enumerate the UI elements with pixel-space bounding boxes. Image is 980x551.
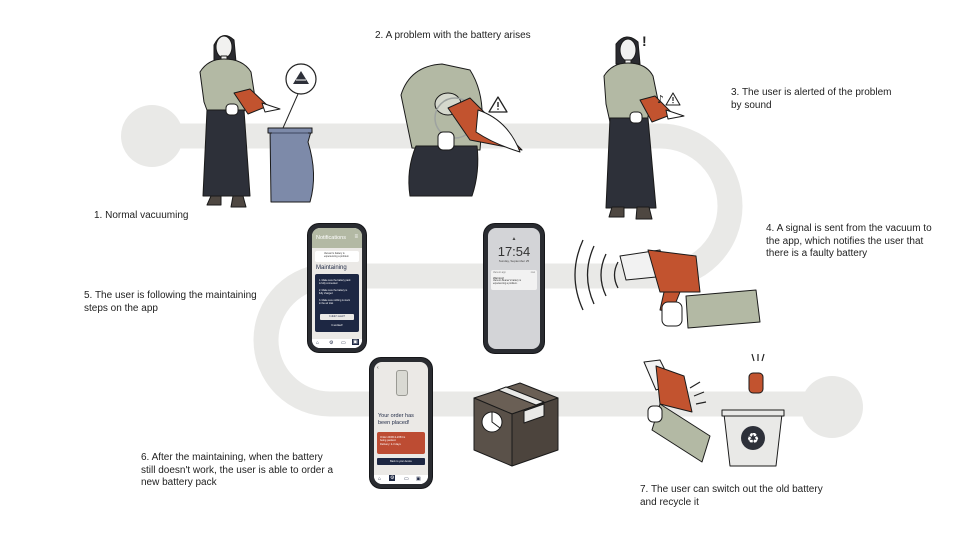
- step-5-caption: 5. The user is following the maintaining…: [84, 290, 257, 314]
- it-worked-link[interactable]: It worked!: [331, 324, 343, 327]
- step-2-caption: 2. A problem with the battery arises: [375, 30, 531, 41]
- person-bent-over: [400, 63, 523, 197]
- step-4-caption: 4. A signal is sent from the vacuum to t…: [766, 223, 932, 259]
- back-icon[interactable]: ‹: [377, 365, 379, 371]
- shipping-box: [473, 382, 559, 467]
- phone-order-placed: ‹ Your order has been placed! Order 2406…: [370, 358, 432, 488]
- music-note-icon: ♪: [657, 93, 664, 106]
- motion-lines: [689, 381, 707, 405]
- notif-title: Warning!: [493, 276, 505, 280]
- app-maintaining-title: Maintaining: [316, 265, 347, 271]
- alert-mark: !: [642, 33, 647, 49]
- order-info-card: Order 240613-2353 is being packed. Deliv…: [377, 432, 425, 454]
- vacuum-battery-swap: [643, 359, 711, 463]
- path-start-dot: [121, 105, 183, 167]
- app-screen: Notifications ≡ Vacuum's battery is expe…: [312, 228, 362, 348]
- didnt-work-button[interactable]: It didn't work?: [320, 314, 354, 320]
- order-tab-bar: ⌂ ⚙ ▭ ▣: [374, 475, 428, 484]
- app-tab-bar: ⌂ ⚙ ▭ ▣: [312, 339, 362, 348]
- device-icon[interactable]: ▣: [416, 476, 421, 482]
- notif-app: Vacuum app: [493, 272, 506, 274]
- lock-date: Sunday, September 25: [498, 259, 530, 263]
- recycle-icon: ♻: [741, 426, 765, 450]
- step-6-caption: 6. After the maintaining, when the batte…: [141, 452, 334, 488]
- lock-screen: ▲ 17:54 Sunday, September 25 Vacuum app …: [488, 228, 540, 349]
- signal-waves: [574, 239, 619, 311]
- person-vacuuming: [199, 35, 314, 208]
- step-7-caption: 7. The user can switch out the old batte…: [640, 484, 823, 508]
- person-alerted: [603, 36, 685, 220]
- warning-icon: [488, 96, 508, 113]
- battery-image: [396, 370, 408, 396]
- app-header-title: Notifications: [316, 235, 346, 241]
- lock-icon: ▲: [511, 236, 517, 242]
- home-icon[interactable]: ⌂: [378, 476, 382, 482]
- notif-time: now: [530, 272, 535, 274]
- lock-time: 17:54: [497, 244, 531, 259]
- back-to-device-label: Back to your device: [390, 460, 412, 463]
- settings-icon[interactable]: ⚙: [389, 475, 396, 481]
- phone-lock-screen: ▲ 17:54 Sunday, September 25 Vacuum app …: [484, 224, 544, 353]
- device-icon[interactable]: ▣: [352, 339, 359, 345]
- maintaining-step-1: 1. Make sure the battery pack is fully c…: [319, 279, 351, 285]
- menu-icon[interactable]: ≡: [354, 234, 358, 240]
- alert-exclamation: !: [642, 33, 647, 49]
- didnt-work-label: It didn't work?: [329, 315, 345, 318]
- warning-icon: [665, 92, 681, 106]
- cart-icon[interactable]: ▭: [404, 476, 409, 482]
- order-info-text: Order 240613-2353 is being packed. Deliv…: [380, 436, 406, 446]
- maintaining-card: 1. Make sure the battery pack is fully c…: [315, 274, 359, 332]
- app-notice-text: Vacuum's battery is experiencing a probl…: [324, 252, 349, 258]
- back-to-device-button[interactable]: Back to your device: [377, 458, 425, 465]
- order-screen: ‹ Your order has been placed! Order 2406…: [374, 362, 428, 484]
- path-end-dot: [801, 376, 863, 438]
- svg-text:♪: ♪: [657, 93, 664, 106]
- app-notice[interactable]: Vacuum's battery is experiencing a probl…: [315, 251, 359, 262]
- app-header: Notifications ≡: [312, 228, 362, 248]
- order-title: Your order has been placed!: [378, 413, 414, 426]
- lock-notification[interactable]: Vacuum app now Warning! Vacuum cleaner's…: [491, 270, 537, 290]
- settings-icon[interactable]: ⚙: [329, 340, 334, 346]
- maintaining-step-2: 2. Make sure the battery is fully charge…: [319, 289, 348, 295]
- maintaining-step-3: 3. Make sure nothing is stuck in the air…: [319, 299, 350, 305]
- home-icon[interactable]: ⌂: [316, 340, 320, 346]
- vacuum-handheld: [619, 249, 761, 329]
- step-3-caption: 3. The user is alerted of the problem by…: [731, 87, 892, 111]
- phone-app-maintaining: Notifications ≡ Vacuum's battery is expe…: [308, 224, 366, 352]
- notif-body: Vacuum cleaner's battery is experiencing…: [493, 280, 521, 285]
- step-1-caption: 1. Normal vacuuming: [94, 210, 189, 221]
- cart-icon[interactable]: ▭: [341, 340, 346, 346]
- svg-text:♻: ♻: [747, 431, 760, 447]
- zoom-callout: [282, 63, 317, 129]
- old-battery: [748, 353, 765, 394]
